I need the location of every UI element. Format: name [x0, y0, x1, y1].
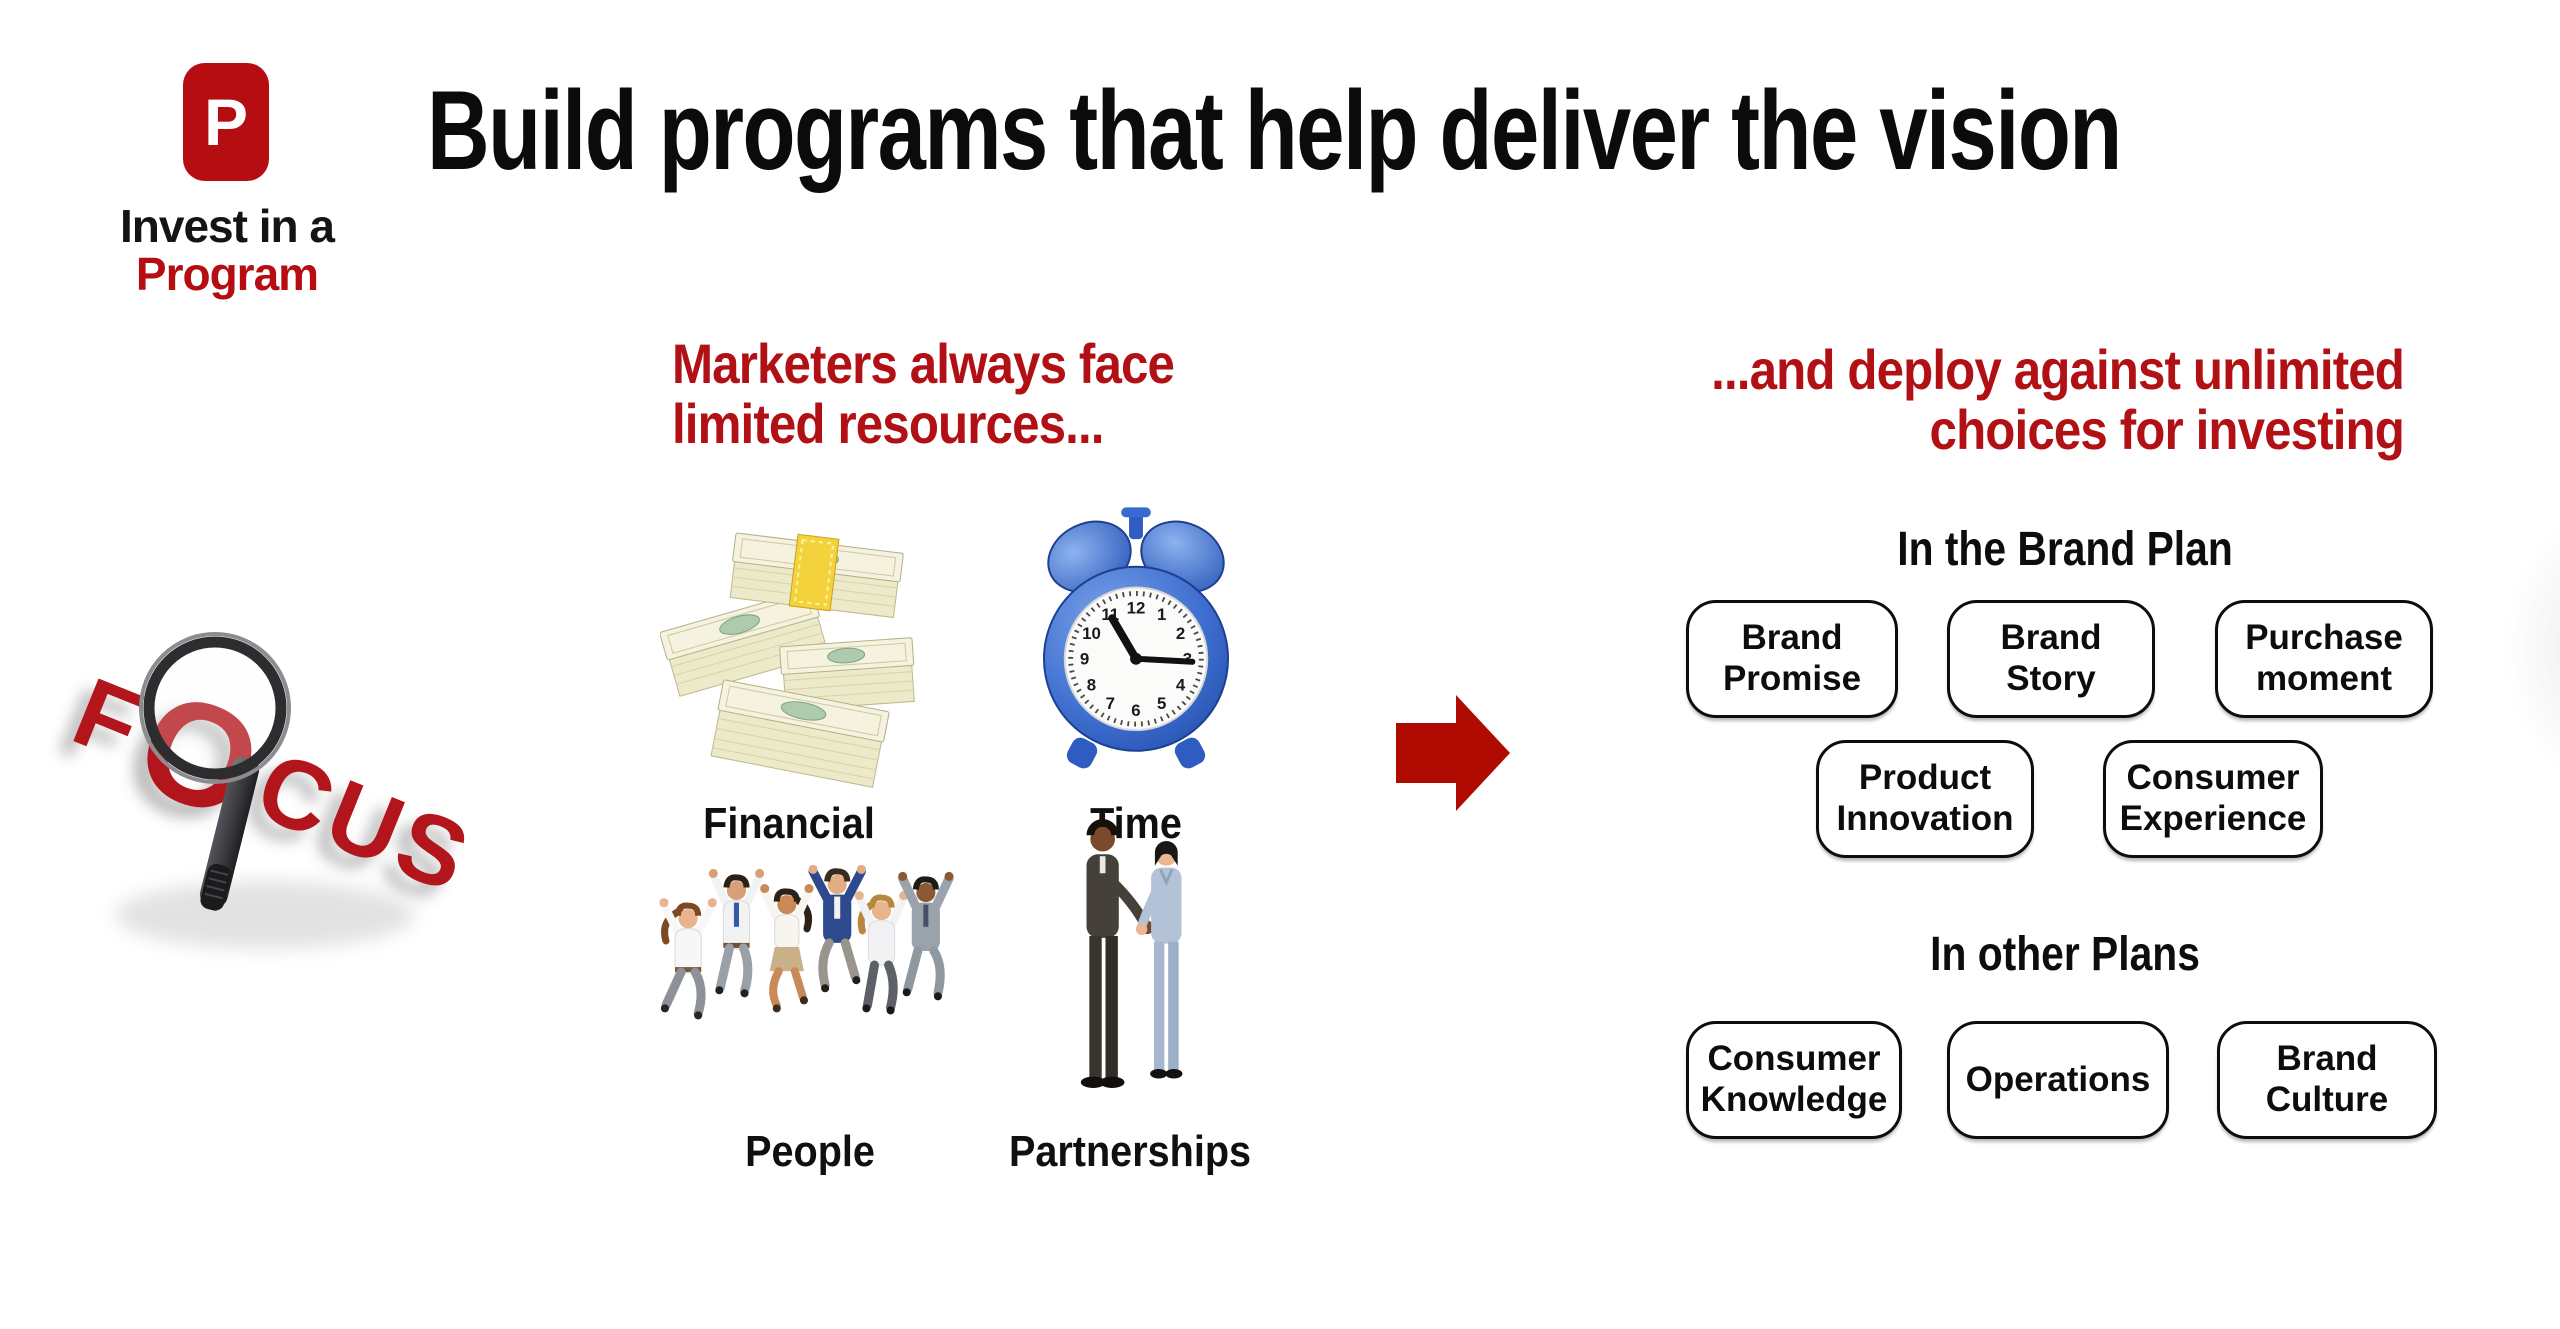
svg-text:6: 6	[1131, 701, 1140, 720]
svg-text:2: 2	[1176, 624, 1185, 643]
plan-box-brand-promise: Brand Promise	[1686, 600, 1898, 718]
people-label: People	[745, 1127, 875, 1176]
brand-plan-group-title: In the Brand Plan	[1897, 523, 2233, 576]
limited-resources-heading-line1: Marketers always face	[672, 332, 1175, 395]
money-stacks-icon	[660, 532, 915, 788]
svg-text:12: 12	[1127, 598, 1146, 617]
unlimited-choices-heading-line1: ...and deploy against unlimited	[1711, 338, 2405, 401]
jumping-people-icon	[659, 864, 954, 1020]
partnerships-label: Partnerships	[1008, 1127, 1252, 1176]
svg-text:7: 7	[1106, 694, 1115, 713]
program-logo-caption: Invest in a Program	[57, 202, 397, 299]
svg-text:1: 1	[1157, 605, 1166, 624]
plan-box-operations: Operations	[1947, 1021, 2169, 1139]
svg-text:10: 10	[1082, 624, 1101, 643]
program-logo-badge: P	[183, 63, 269, 181]
other-plans-group-title: In other Plans	[1930, 928, 2200, 981]
right-arrow-icon	[1396, 695, 1510, 811]
svg-text:9: 9	[1080, 650, 1089, 669]
magnifying-glass-icon	[115, 632, 415, 949]
svg-text:4: 4	[1176, 675, 1186, 694]
program-logo-letter: P	[203, 85, 249, 159]
edge-cropped-shape	[2492, 498, 2560, 798]
logo-caption-line2: Program	[135, 248, 319, 301]
limited-resources-heading-line2: limited resources...	[672, 392, 1104, 456]
unlimited-choices-heading-line2: choices for investing	[1929, 398, 2405, 462]
limited-resources-heading: Marketers always face limited resources.…	[672, 332, 1253, 456]
financial-label: Financial	[703, 799, 875, 848]
logo-caption-line1: Invest in a	[120, 200, 335, 252]
plan-box-consumer-knowledge: Consumer Knowledge	[1686, 1021, 1902, 1139]
plan-box-product-innovation: Product Innovation	[1816, 740, 2034, 858]
plan-box-brand-culture: Brand Culture	[2217, 1021, 2437, 1139]
focus-graphic: F O CUS	[50, 570, 580, 980]
plan-box-consumer-experience: Consumer Experience	[2103, 740, 2323, 858]
plan-box-purchase-moment: Purchase moment	[2215, 600, 2433, 718]
plan-box-brand-story: Brand Story	[1947, 600, 2155, 718]
svg-text:5: 5	[1157, 694, 1166, 713]
unlimited-choices-heading: ...and deploy against unlimited choices …	[1608, 338, 2405, 462]
handshake-icon	[1080, 819, 1183, 1088]
svg-text:8: 8	[1087, 675, 1096, 694]
slide-title: Build programs that help deliver the vis…	[427, 68, 2122, 193]
